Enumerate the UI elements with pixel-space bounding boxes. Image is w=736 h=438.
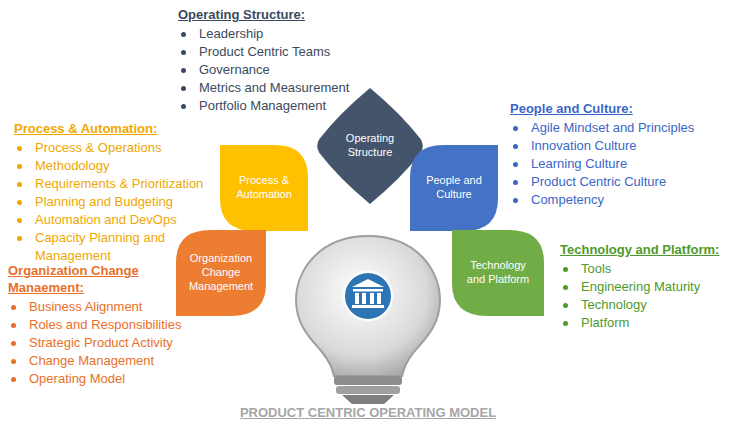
bullet-list: Operating Structure: LeadershipProduct Ce… [178,6,378,115]
bullet-dot [11,305,16,310]
bullet-dot [513,126,518,131]
list-item: Planning and Budgeting [14,193,212,211]
list-item: Governance [178,61,378,79]
bullet-dot [181,68,186,73]
bullet-dot [11,359,16,364]
petal-label: Operating Structure [315,128,425,164]
petal-label: Process & Automation [220,170,308,206]
petal-label: Technology and Platform [452,255,544,291]
bullet-dot [17,200,22,205]
bullet-dot [11,323,16,328]
bullet-dot [181,104,186,109]
list-item: Leadership [178,25,378,43]
bullet-dot [17,146,22,151]
list-item: Metrics and Measurement [178,79,378,97]
bullet-dot [513,198,518,203]
bullet-dot [17,182,22,187]
list-item: Innovation Culture [510,137,732,155]
bullet-dot [17,218,22,223]
bullet-dot [181,32,186,37]
bullet-list: Organization Change Manaement: Business A… [8,262,198,388]
list-heading: Process & Automation: [14,120,212,137]
list-item: Roles and Responsibilities [8,316,198,334]
change-petal: Organization Change Management [176,230,266,316]
bullet-dot [181,86,186,91]
list-item: Requirements & Prioritization [14,175,212,193]
list-item: Agile Mindset and Principles [510,119,732,137]
bullet-dot [563,285,568,290]
list-item: Capacity Planning and Management [14,229,212,265]
bullet-dot [513,144,518,149]
list-item: Competency [510,191,732,209]
list-item: Methodology [14,157,212,175]
list-item: Automation and DevOps [14,211,212,229]
people-petal: People and Culture [410,145,498,231]
bullet-dot [513,162,518,167]
bullet-dot [181,50,186,55]
technology-petal: Technology and Platform [452,230,544,316]
bullet-dot [563,321,568,326]
list-heading: Operating Structure: [178,6,378,23]
petal-label: Organization Change Management [176,248,266,297]
list-item: Product Centric Teams [178,43,378,61]
bullet-dot [563,303,568,308]
list-heading: People and Culture: [510,100,730,117]
list-item: Learning Culture [510,155,732,173]
list-item: Process & Operations [14,139,212,157]
bullet-dot [513,180,518,185]
list-item: Strategic Product Activity [8,334,198,352]
bullet-dot [17,236,22,241]
list-item: Portfolio Management [178,97,378,115]
list-item: Business Alignment [8,298,198,316]
bullet-list: Process & Automation: Process & Operation… [14,120,212,265]
petal-label: People and Culture [410,170,498,206]
bullet-list: Technology and Platform: ToolsEngineering… [560,241,730,332]
list-heading: Organization Change Manaement: [8,262,158,296]
list-item: Technology [560,296,730,314]
caption: PRODUCT CENTRIC OPERATING MODEL [0,405,736,420]
list-item: Platform [560,314,730,332]
list-item: Tools [560,260,730,278]
list-item: Operating Model [8,370,198,388]
operating-structure-petal: Operating Structure [315,88,425,204]
process-petal: Process & Automation [220,145,308,231]
list-item: Engineering Maturity [560,278,730,296]
list-heading: Technology and Platform: [560,241,730,258]
bullet-list: People and Culture: Agile Mindset and Pri… [510,100,732,209]
list-item: Change Management [8,352,198,370]
list-item: Product Centric Culture [510,173,732,191]
bullet-dot [563,267,568,272]
bullet-dot [17,164,22,169]
bullet-dot [11,341,16,346]
bullet-dot [11,377,16,382]
